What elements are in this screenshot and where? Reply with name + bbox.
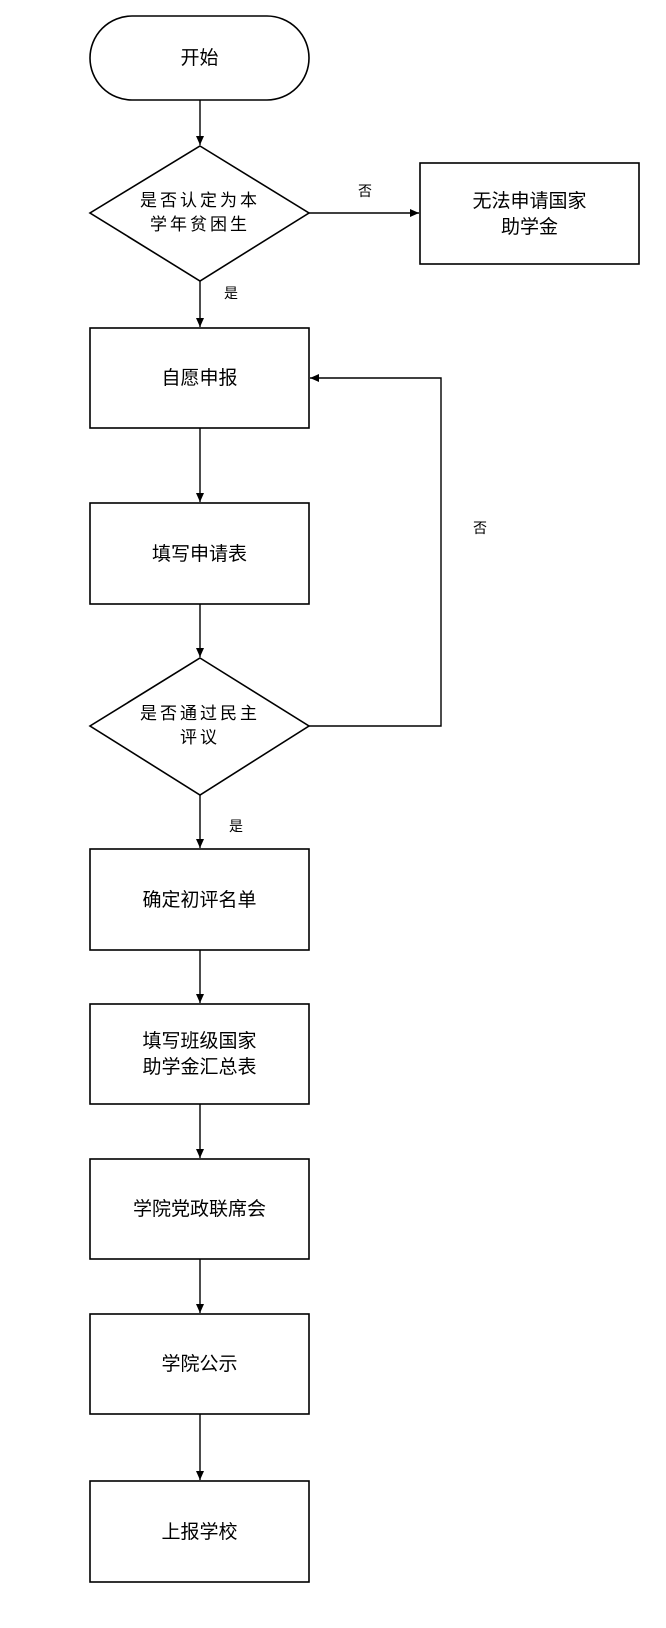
edge-label-d1-no: 否	[358, 184, 372, 200]
submit-school-box	[89, 1480, 310, 1583]
reject-label: 无法申请国家 助学金	[472, 189, 587, 238]
apply-label: 自愿申报	[161, 367, 238, 389]
edge-label-d2-no: 否	[473, 521, 487, 537]
decision-review-label: 是否通过民主 评议	[140, 704, 260, 748]
edge-label-d1-yes: 是	[224, 286, 238, 302]
fill-form-label: 填写申请表	[151, 542, 247, 565]
submit-school-label: 上报学校	[161, 1520, 238, 1543]
start-label: 开始	[180, 47, 219, 69]
edge-label-d2-yes: 是	[229, 819, 243, 835]
decision-poverty-label: 是否认定为本 学年贫困生	[140, 191, 260, 235]
college-meeting-label: 学院党政联席会	[132, 1198, 266, 1220]
arrow-d2-loop	[309, 374, 442, 727]
reject-box	[419, 162, 640, 265]
college-notice-label: 学院公示	[161, 1353, 238, 1375]
class-summary-label: 填写班级国家 助学金汇总表	[142, 1030, 257, 1078]
initial-list-label: 确定初评名单	[142, 888, 257, 911]
